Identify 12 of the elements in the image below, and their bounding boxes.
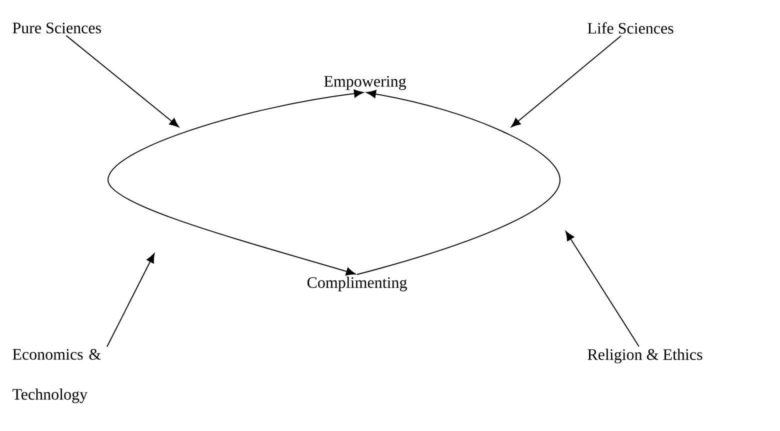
curved-arrow [108,89,364,276]
arrow [510,35,622,128]
arrow [106,253,155,348]
topic-label: Pure Sciences [12,22,101,34]
topic-label: Empowering [324,76,406,90]
topic-label: Complimenting [307,276,407,292]
topic-label: Life Sciences [588,22,674,34]
arrow [66,35,180,128]
curved-arrow [356,90,560,276]
arrow [566,231,640,348]
topic-label: Economics & Technology [12,348,101,404]
topic-label: Religion & Ethics [588,348,702,364]
